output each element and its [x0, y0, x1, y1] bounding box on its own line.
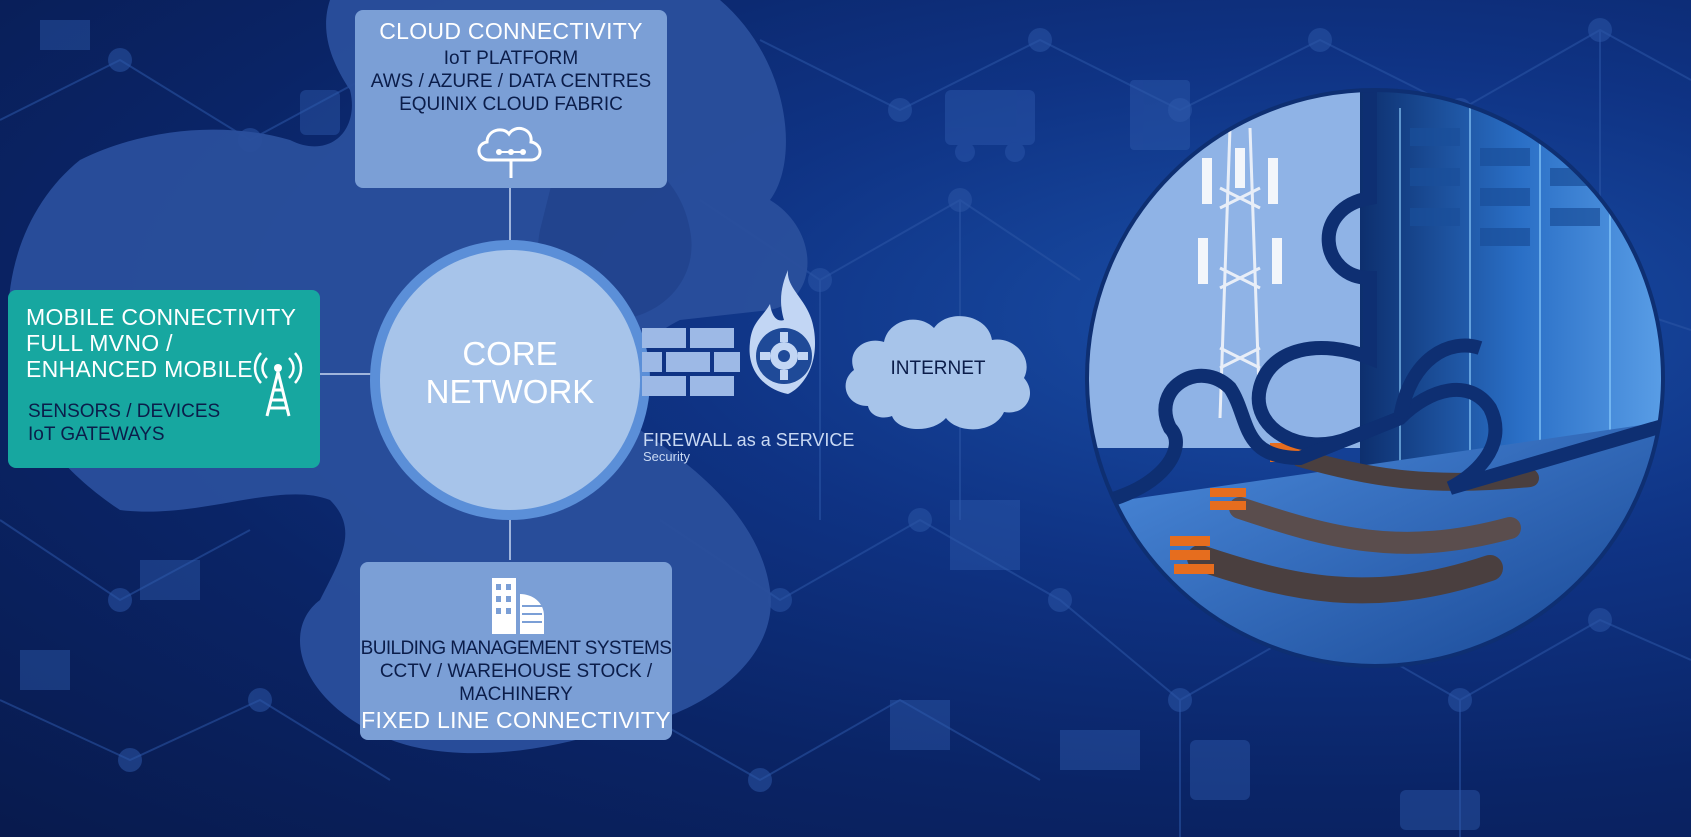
core-network-circle: CORE NETWORK	[380, 250, 640, 510]
building-icon	[492, 578, 544, 634]
mobile-line-mvno: FULL MVNO /	[26, 330, 173, 356]
mobile-line-gateways: IoT GATEWAYS	[28, 424, 165, 445]
firewall-title: FIREWALL as a SERVICE	[643, 430, 855, 450]
fixed-line-box: BUILDING MANAGEMENT SYSTEMS CCTV / WAREH…	[360, 562, 672, 740]
mobile-connectivity-box: MOBILE CONNECTIVITY FULL MVNO / ENHANCED…	[8, 290, 320, 468]
cloud-connectivity-heading: CLOUD CONNECTIVITY	[379, 18, 643, 44]
firewall-subtitle: Security	[643, 449, 690, 464]
fixed-line-bms: BUILDING MANAGEMENT SYSTEMS	[360, 638, 672, 659]
firewall-gear-icon	[642, 270, 816, 396]
cloud-line-equinix: EQUINIX CLOUD FABRIC	[399, 94, 623, 115]
core-label-line1: CORE	[462, 335, 558, 372]
mobile-line-sensors: SENSORS / DEVICES	[28, 401, 221, 422]
fixed-line-machinery: MACHINERY	[459, 684, 573, 705]
fixed-line-heading: FIXED LINE CONNECTIVITY	[361, 707, 671, 733]
cloud-connectivity-box: CLOUD CONNECTIVITY IoT PLATFORM AWS / AZ…	[355, 10, 667, 188]
mobile-line-enhanced: ENHANCED MOBILE	[26, 356, 253, 382]
puzzle-image	[1085, 88, 1665, 668]
mobile-line-connectivity: MOBILE CONNECTIVITY	[26, 304, 297, 330]
antenna-tower-icon	[253, 352, 303, 417]
cloud-line-aws: AWS / AZURE / DATA CENTRES	[370, 71, 652, 92]
fixed-line-cctv: CCTV / WAREHOUSE STOCK /	[379, 661, 653, 682]
core-label-line2: NETWORK	[425, 373, 595, 410]
cloud-icon	[845, 316, 1031, 430]
cloud-line-iot-platform: IoT PLATFORM	[443, 48, 579, 69]
internet-label: INTERNET	[890, 358, 986, 379]
cloud-network-icon	[477, 126, 542, 178]
